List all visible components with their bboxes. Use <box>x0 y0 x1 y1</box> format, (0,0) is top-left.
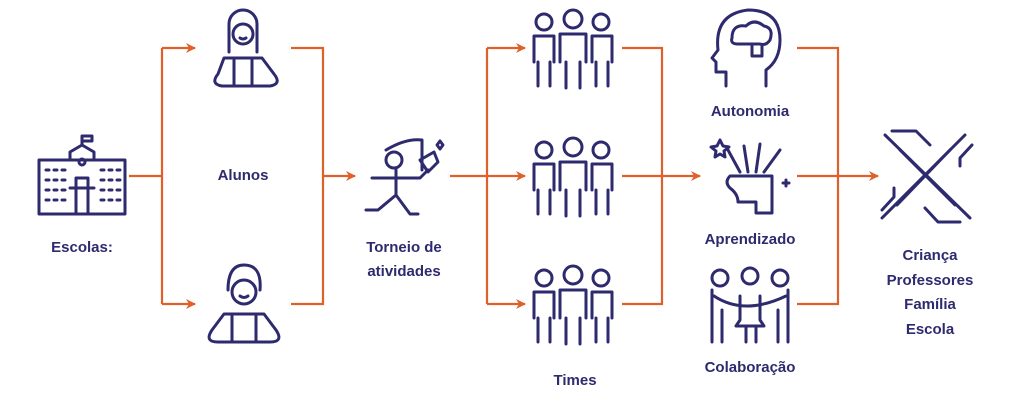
team-icon <box>532 136 614 218</box>
connector-valores-resultado <box>797 46 879 306</box>
joined-hands-icon <box>880 129 974 224</box>
group-hug-icon <box>710 266 790 344</box>
connector-alunos-torneio <box>291 46 356 306</box>
times-label: Times <box>553 372 597 389</box>
girl-student-icon <box>213 8 279 88</box>
alunos-label: Alunos <box>217 167 269 184</box>
colaboracao-label: Colaboração <box>704 359 796 376</box>
resultado-familia: Família <box>904 296 956 313</box>
school-icon <box>37 134 127 216</box>
resultado-escola: Escola <box>905 321 955 338</box>
resultado-professores: Professores <box>886 272 974 289</box>
team-icon <box>532 8 614 90</box>
connector-escolas-alunos <box>129 43 196 309</box>
autonomia-label: Autonomia <box>710 103 790 120</box>
cheering-runner-icon <box>364 138 445 216</box>
team-icon <box>532 264 614 346</box>
torneio-label-line2: atividades <box>367 263 441 280</box>
connector-times-valores <box>622 46 701 306</box>
escolas-label: Escolas: <box>51 239 113 256</box>
brain-head-icon <box>710 8 782 88</box>
torneio-label-line1: Torneio de <box>366 239 442 256</box>
aprendizado-label: Aprendizado <box>704 231 796 248</box>
resultado-crianca: Criança <box>902 247 958 264</box>
connector-torneio-times <box>450 43 526 309</box>
creative-mind-icon <box>709 138 791 215</box>
boy-student-icon <box>207 263 281 344</box>
